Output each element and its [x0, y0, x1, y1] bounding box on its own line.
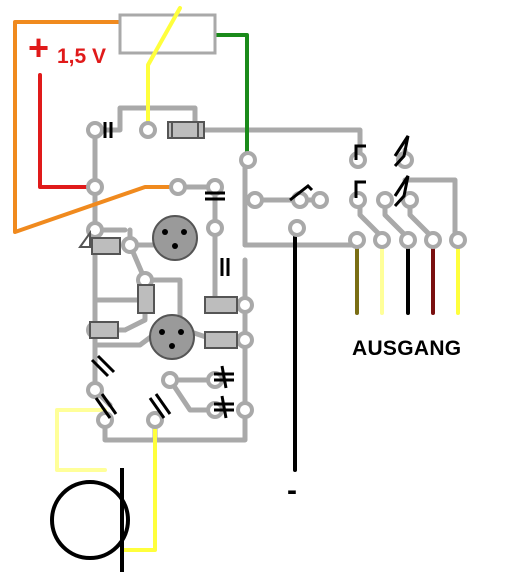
- voltage-label: 1,5 V: [57, 45, 107, 68]
- transistors: [149, 215, 198, 360]
- switch-contacts: [289, 135, 410, 208]
- capacitors: [90, 122, 234, 419]
- pads: [86, 121, 467, 429]
- green-wire: [213, 33, 249, 162]
- minus-sign: -: [287, 474, 297, 507]
- wires: [13, 6, 460, 552]
- power-switch: [118, 7, 217, 66]
- marker-triangle: [78, 229, 91, 248]
- orange-wire: [13, 20, 180, 234]
- resistors: [89, 121, 238, 349]
- pale-yellow-mic-wire: [55, 408, 107, 472]
- yellow-mic-wire: [123, 418, 157, 552]
- output-label: AUSGANG: [352, 337, 462, 360]
- plus-sign: +: [28, 27, 50, 68]
- microphone: [50, 468, 130, 572]
- red-wire: [38, 73, 97, 189]
